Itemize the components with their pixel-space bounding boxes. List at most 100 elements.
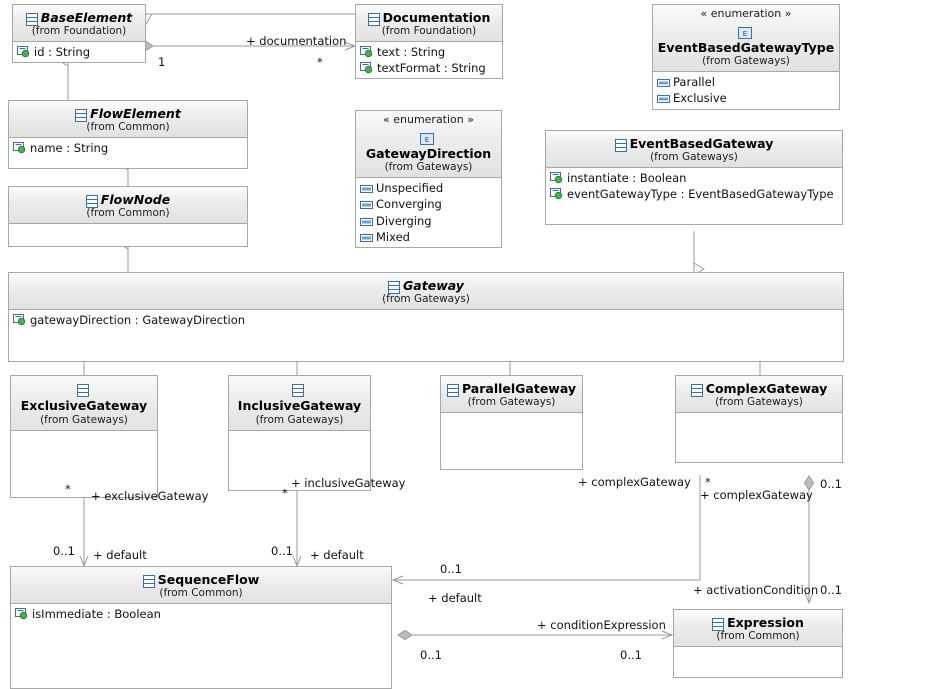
class-icon — [712, 617, 725, 631]
class-name: BaseElement — [40, 9, 133, 25]
attribute-row: isImmediate : Boolean — [11, 606, 391, 622]
class-documentation[interactable]: Documentation (from Foundation) text : S… — [355, 4, 503, 80]
enumeration-icon: E — [420, 131, 434, 145]
stereotype-label: « enumeration » — [700, 7, 792, 20]
class-icon — [75, 108, 88, 122]
class-gateway[interactable]: Gateway (from Gateways) gatewayDirection… — [8, 272, 844, 362]
enumeration-literals: Parallel Exclusive — [653, 72, 839, 109]
class-header: ParallelGateway (from Gateways) — [441, 376, 582, 413]
class-attributes — [9, 224, 247, 246]
enum-literal-row: Exclusive — [653, 90, 839, 106]
class-flow-node[interactable]: FlowNode (from Common) — [8, 186, 248, 247]
attribute-text: instantiate : Boolean — [567, 170, 687, 185]
class-parallel-gateway[interactable]: ParallelGateway (from Gateways) — [440, 375, 583, 470]
edge-label-exclusive-default-role: + default — [93, 548, 147, 562]
attribute-text: gatewayDirection : GatewayDirection — [30, 312, 246, 327]
class-header: BaseElement (from Foundation) — [13, 5, 145, 42]
enum-literal-row: Unspecified — [356, 180, 501, 196]
class-attributes: text : String textFormat : String — [356, 42, 502, 79]
attribute-text: id : String — [34, 44, 91, 59]
class-icon — [76, 383, 89, 397]
edge-label-inclusive-default-role: + default — [310, 548, 364, 562]
class-name: FlowNode — [100, 191, 171, 207]
class-header: EventBasedGateway (from Gateways) — [546, 131, 842, 168]
attribute-text: text : String — [377, 44, 446, 59]
attribute-row: id : String — [13, 44, 145, 60]
svg-text:E: E — [742, 30, 746, 38]
class-package: (from Common) — [716, 629, 800, 642]
enum-literal-icon — [360, 216, 373, 226]
class-header: SequenceFlow (from Common) — [11, 567, 391, 604]
class-header: InclusiveGateway (from Gateways) — [229, 376, 370, 431]
class-inclusive-gateway[interactable]: InclusiveGateway (from Gateways) — [228, 375, 371, 491]
edge-mult-documentation-source: 1 — [158, 55, 166, 69]
edge-label-complex-default-role: + default — [428, 591, 482, 605]
enumeration-icon: E — [737, 25, 752, 39]
class-name: Documentation — [382, 9, 491, 25]
edge-label-activation-condition-role: + activationCondition — [693, 583, 819, 597]
attribute-text: name : String — [30, 140, 109, 155]
edge-mult-complex-default: 0..1 — [440, 562, 462, 576]
enum-literal-icon — [657, 77, 670, 88]
class-icon — [292, 383, 304, 397]
class-name: ParallelGateway — [461, 380, 577, 396]
enumeration-event-based-gateway-type[interactable]: « enumeration » E EventBasedGatewayType … — [652, 4, 840, 110]
edge-mult-inclusive: * — [282, 486, 288, 500]
class-attributes: name : String — [9, 138, 247, 168]
class-exclusive-gateway[interactable]: ExclusiveGateway (from Gateways) — [10, 375, 158, 498]
class-name: InclusiveGateway — [237, 398, 362, 414]
attribute-icon — [360, 45, 374, 58]
edge-mult-exclusive-default: 0..1 — [53, 544, 75, 558]
enumeration-header: « enumeration » E EventBasedGatewayType … — [653, 5, 839, 72]
attribute-icon — [360, 62, 374, 74]
attribute-icon — [13, 313, 27, 326]
class-attributes: id : String — [13, 42, 145, 62]
class-complex-gateway[interactable]: ComplexGateway (from Gateways) — [675, 375, 843, 463]
enum-literal-text: Converging — [376, 197, 442, 212]
class-base-element[interactable]: BaseElement (from Foundation) id : Strin… — [12, 4, 146, 64]
class-icon — [25, 12, 38, 26]
class-event-based-gateway[interactable]: EventBasedGateway (from Gateways) instan… — [545, 130, 843, 225]
attribute-row: eventGatewayType : EventBasedGatewayType — [546, 186, 842, 202]
enumeration-package: (from Gateways) — [702, 55, 790, 68]
attribute-row: textFormat : String — [356, 60, 502, 76]
class-header: Gateway (from Gateways) — [9, 273, 843, 310]
enum-literal-row: Diverging — [356, 213, 501, 229]
enumeration-header: « enumeration » E GatewayDirection (from… — [356, 111, 501, 178]
enum-literal-text: Unspecified — [376, 180, 444, 195]
class-expression[interactable]: Expression (from Common) — [673, 609, 843, 678]
class-attributes: isImmediate : Boolean — [11, 604, 391, 688]
attribute-text: eventGatewayType : EventBasedGatewayType — [567, 187, 834, 202]
class-attributes — [676, 413, 842, 462]
enum-literal-text: Mixed — [376, 230, 410, 244]
edge-mult-activation-condition: 0..1 — [820, 583, 842, 597]
class-header: FlowNode (from Common) — [9, 187, 247, 224]
class-flow-element[interactable]: FlowElement (from Common) name : String — [8, 100, 248, 169]
class-package: (from Gateways) — [650, 150, 738, 163]
class-icon — [690, 383, 703, 397]
class-package: (from Gateways) — [40, 413, 128, 426]
attribute-row: gatewayDirection : GatewayDirection — [9, 312, 843, 328]
class-package: (from Gateways) — [467, 395, 556, 408]
class-sequence-flow[interactable]: SequenceFlow (from Common) isImmediate :… — [10, 566, 392, 689]
attribute-icon — [13, 141, 27, 154]
enum-literal-icon — [360, 232, 373, 243]
class-name: Gateway — [403, 277, 464, 293]
class-icon — [446, 383, 459, 397]
class-attributes: instantiate : Boolean eventGatewayType :… — [546, 168, 842, 224]
edge-mult-complex: * — [705, 475, 711, 489]
edge-label-condition-expression-role: + conditionExpression — [537, 618, 666, 632]
enumeration-package: (from Gateways) — [384, 161, 473, 174]
class-package: (from Foundation) — [381, 24, 477, 37]
edge-mult-complex-aggregation: 0..1 — [820, 477, 842, 491]
class-header: Documentation (from Foundation) — [356, 5, 502, 42]
class-name: SequenceFlow — [157, 571, 260, 587]
enum-literal-icon — [360, 199, 373, 210]
class-icon — [367, 12, 380, 26]
attribute-row: text : String — [356, 44, 502, 60]
edge-mult-condition-target: 0..1 — [620, 648, 642, 662]
attribute-text: isImmediate : Boolean — [32, 606, 161, 621]
enumeration-gateway-direction[interactable]: « enumeration » E GatewayDirection (from… — [355, 110, 502, 249]
class-package: (from Common) — [86, 206, 170, 219]
class-attributes — [11, 431, 157, 497]
